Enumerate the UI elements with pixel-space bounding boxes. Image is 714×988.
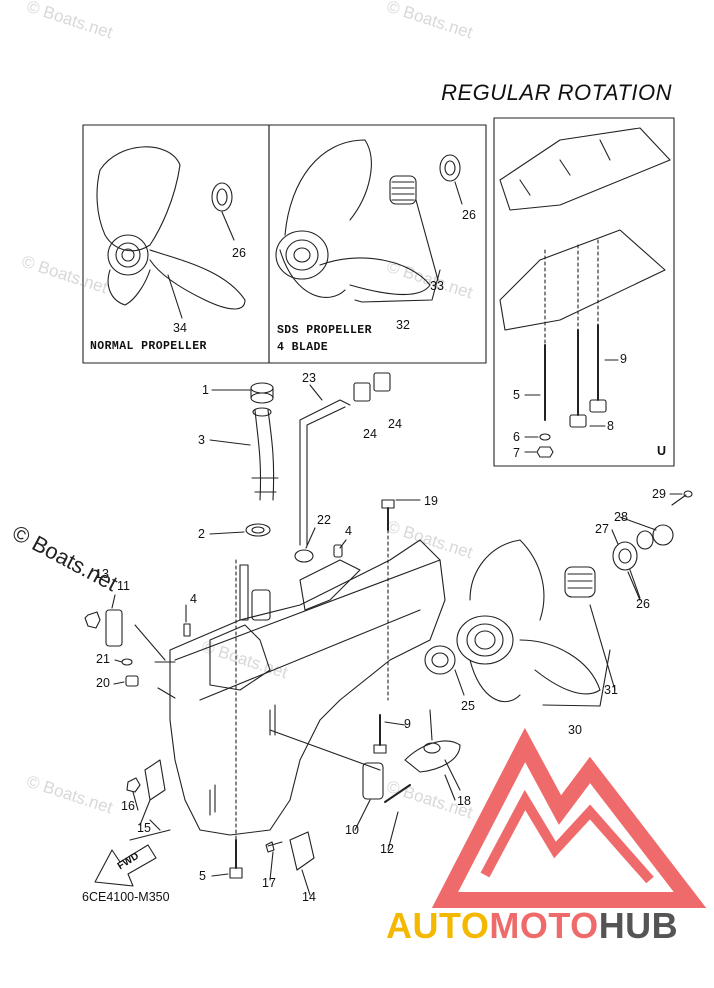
callout-label: 26 [636, 597, 650, 611]
callout-label: 20 [96, 676, 110, 690]
callout-label: 14 [302, 890, 316, 904]
callout-label: 5 [199, 869, 206, 883]
callout-label: 9 [620, 352, 627, 366]
side-small-parts-drawing [84, 609, 166, 801]
callout-label: 8 [607, 419, 614, 433]
callout-label: 1 [202, 383, 209, 397]
fwd-arrow [94, 844, 157, 887]
callout-label: 33 [430, 279, 444, 293]
callout-label: 9 [404, 717, 411, 731]
main-propeller-drawing [424, 490, 693, 707]
bolts-drawing [229, 499, 395, 879]
callout-label: 26 [232, 246, 246, 260]
sds-propeller-drawing [275, 139, 463, 303]
automotohub-logo-text: AUTOMOTOHUB [386, 905, 678, 947]
normal-propeller-drawing [96, 146, 246, 319]
callout-label: 18 [457, 794, 471, 808]
callout-label: 31 [604, 683, 618, 697]
callout-label: 23 [302, 371, 316, 385]
callout-label: 30 [568, 723, 582, 737]
callout-label: 7 [513, 446, 520, 460]
callout-label: 2 [198, 527, 205, 541]
brand-part-auto: AUTO [386, 905, 490, 946]
callout-label: 16 [121, 799, 135, 813]
callout-label: 26 [462, 208, 476, 222]
page-title: REGULAR ROTATION [441, 80, 672, 105]
callout-label: 13 [95, 567, 109, 581]
callout-label: 4 [190, 592, 197, 606]
callout-label: 32 [396, 318, 410, 332]
callout-label: 27 [595, 522, 609, 536]
callout-label: 29 [652, 487, 666, 501]
leader-lines [111, 384, 683, 896]
callout-label: 25 [461, 699, 475, 713]
inset-corner-letter: U [657, 444, 667, 458]
brand-part-hub: HUB [598, 905, 679, 946]
callout-label: 5 [513, 388, 520, 402]
automotohub-logo-mark [431, 727, 707, 908]
callout-label: 34 [173, 321, 187, 335]
callout-label: 12 [380, 842, 394, 856]
callout-label: 6 [513, 430, 520, 444]
callout-label: 11 [117, 579, 130, 593]
callout-label: 21 [96, 652, 110, 666]
lower-unit-housing-drawing [129, 539, 446, 841]
lower-small-parts-drawing [134, 624, 461, 871]
callout-label: 17 [262, 876, 276, 890]
water-tube-parts-drawing [183, 372, 391, 637]
mounting-bolts-drawing [499, 127, 671, 458]
inset-mounting-box [493, 117, 675, 467]
callout-label: 10 [345, 823, 359, 837]
callout-label: 19 [424, 494, 438, 508]
callout-label: 28 [614, 510, 628, 524]
sds-propeller-caption-line2: 4 BLADE [277, 341, 329, 354]
callout-label: 3 [198, 433, 205, 447]
callout-label: 4 [345, 524, 352, 538]
normal-propeller-caption: NORMAL PROPELLER [90, 340, 207, 353]
sds-propeller-caption: SDS PROPELLER [277, 324, 372, 337]
callout-label: 15 [137, 821, 151, 835]
callout-label: 22 [317, 513, 331, 527]
callout-label: 24 [363, 427, 377, 441]
diagram-code: 6CE4100-M350 [82, 890, 170, 904]
brand-part-moto: MOTO [489, 905, 599, 946]
callout-label: 24 [388, 417, 402, 431]
inset-sds-propeller-box [268, 124, 487, 364]
